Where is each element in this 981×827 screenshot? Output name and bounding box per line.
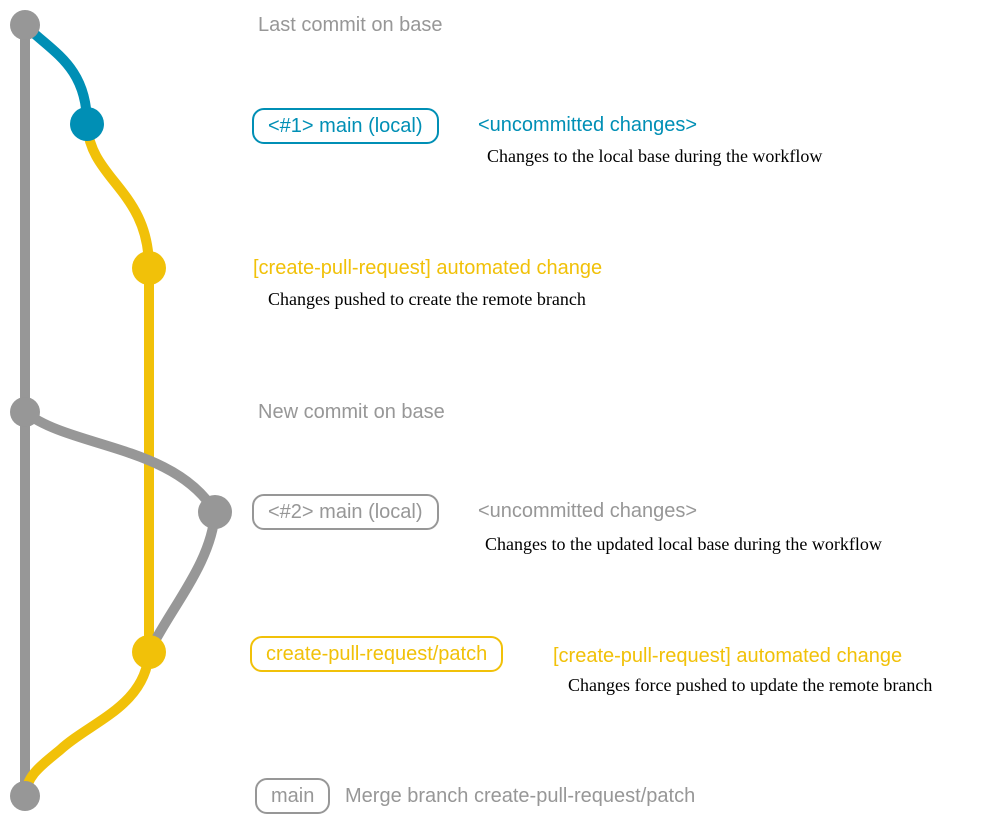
branch-label-create-pull-request-patch: create-pull-request/patch [250, 636, 504, 672]
branch-label-main-local-2: <#2> main (local) [252, 494, 439, 530]
commit-dot-last-commit-on-base [10, 10, 40, 40]
commit-dot-patch-2 [132, 635, 166, 669]
commit-dot-local-main-2 [198, 495, 232, 529]
desc-updated-local-base-changes: Changes to the updated local base during… [485, 534, 882, 555]
note-uncommitted-changes-2: <uncommitted changes> [478, 500, 698, 522]
desc-local-base-changes: Changes to the local base during the wor… [487, 146, 823, 167]
branch-label-main-local-1: <#1> main (local) [252, 108, 439, 144]
commit-message-automated-change-2: [create-pull-request] automated change [553, 645, 903, 667]
commit-dot-local-main-1 [70, 107, 104, 141]
commit-message-automated-change-1: [create-pull-request] automated change [253, 257, 603, 279]
desc-changes-force-pushed: Changes force pushed to update the remot… [568, 675, 933, 696]
updated-local-main-branch-line [20, 407, 221, 657]
local-main-branch-line [20, 20, 92, 129]
commit-message-merge-branch: Merge branch create-pull-request/patch [345, 785, 696, 807]
note-uncommitted-changes-1: <uncommitted changes> [478, 114, 698, 136]
commit-dot-new-commit-on-base [10, 397, 40, 427]
patch-branch-line [20, 119, 154, 801]
branch-label-main: main [255, 778, 331, 814]
commit-dot-merge-commit [10, 781, 40, 811]
commit-dot-patch-1 [132, 251, 166, 285]
label-new-commit-on-base: New commit on base [258, 401, 445, 423]
desc-changes-pushed: Changes pushed to create the remote bran… [268, 289, 586, 310]
label-last-commit-on-base: Last commit on base [258, 14, 443, 36]
